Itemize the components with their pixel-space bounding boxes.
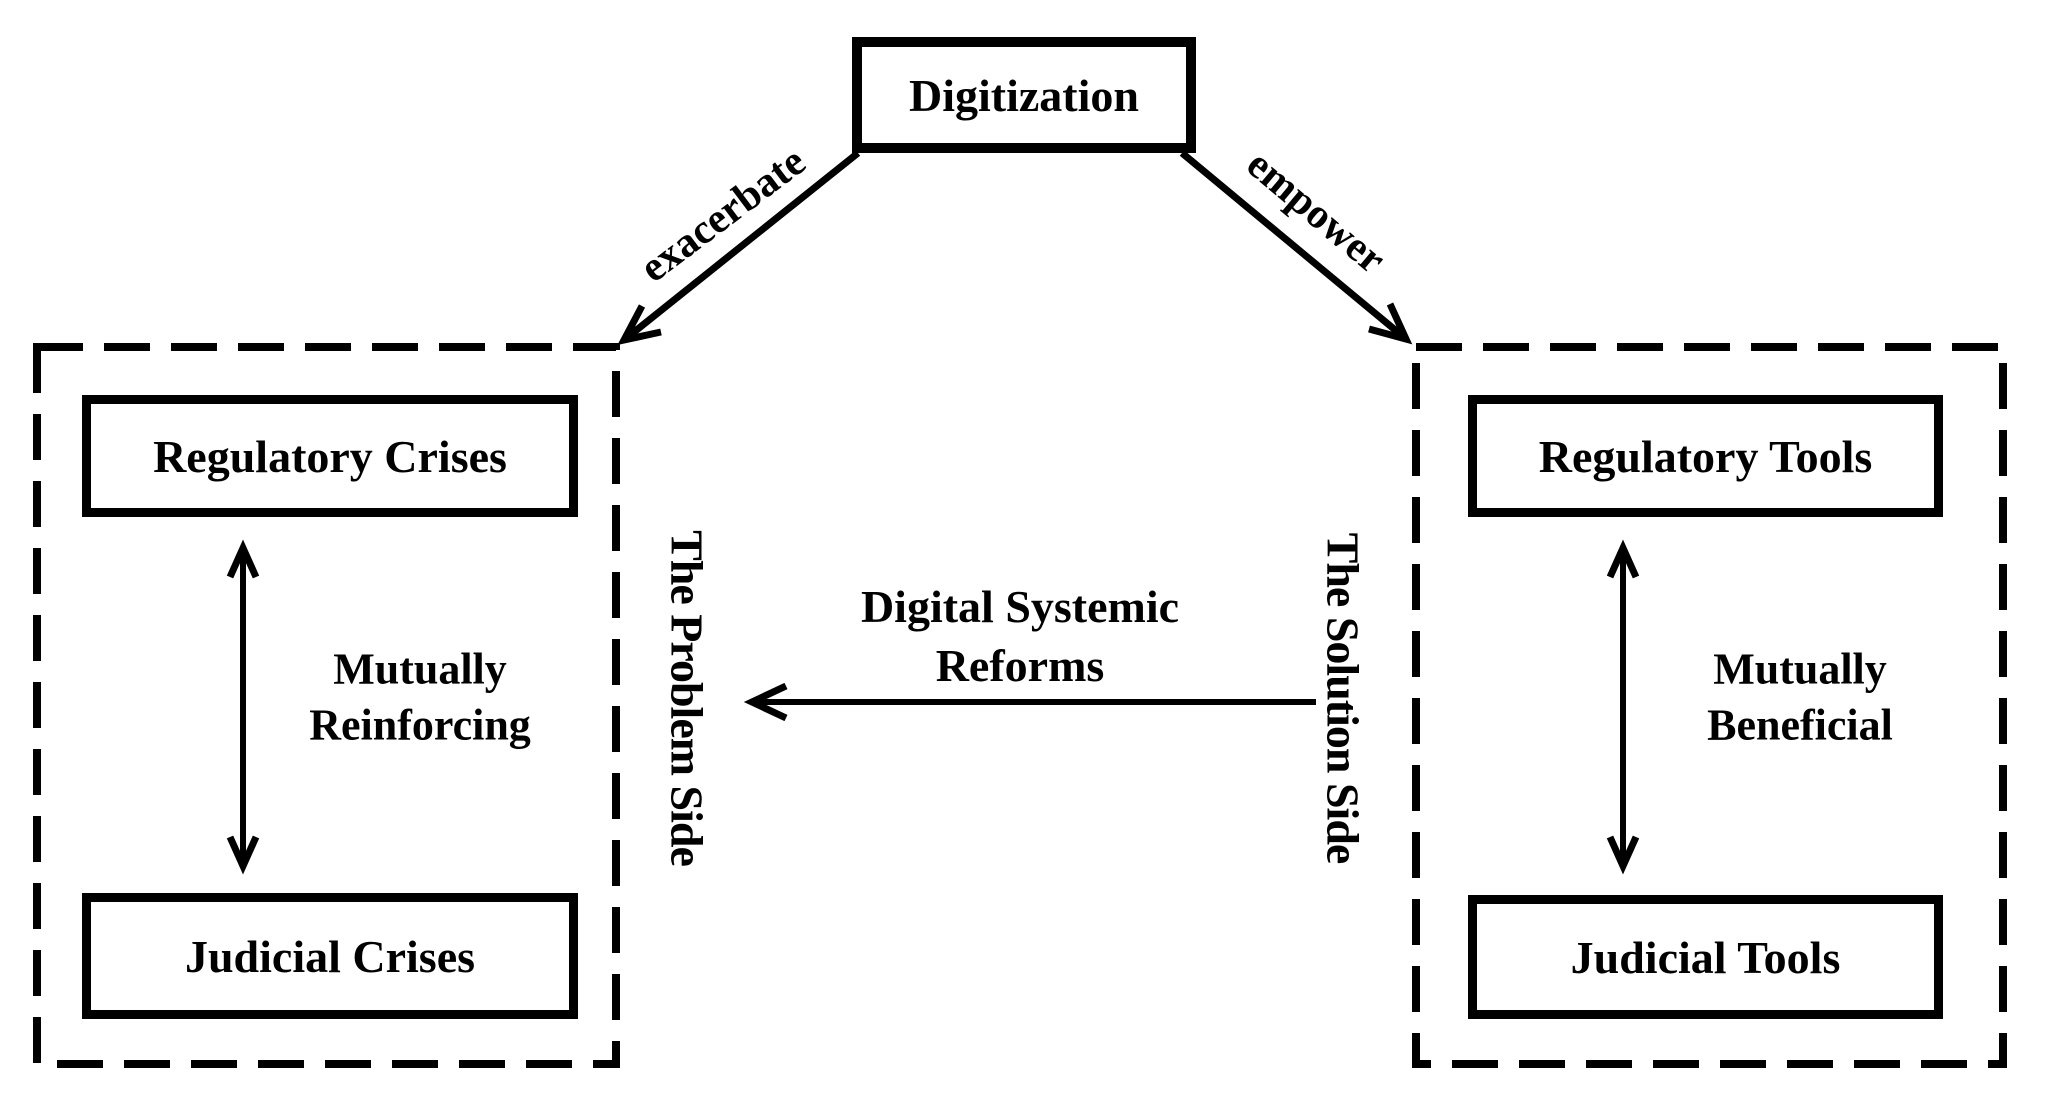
empower-arrow-line	[1179, 150, 1409, 342]
reinforcing-down-arrowhead-icon	[226, 835, 260, 875]
judicial-crises-box: Judicial Crises	[82, 893, 578, 1019]
solution-side-label: The Solution Side	[1317, 532, 1369, 864]
judicial-crises-label: Judicial Crises	[184, 930, 476, 982]
digitization-box: Digitization	[852, 37, 1196, 153]
regulatory-crises-label: Regulatory Crises	[153, 430, 507, 482]
digitization-label: Digitization	[909, 69, 1139, 121]
reforms-arrowhead-icon	[743, 682, 788, 722]
exacerbate-arrow-line	[621, 150, 861, 343]
problem-side-dashed-box	[33, 343, 620, 1068]
mutually-reinforcing-label: Mutually Reinforcing	[309, 644, 531, 750]
judicial-tools-box: Judicial Tools	[1468, 895, 1943, 1019]
solution-side-dashed-box	[1412, 343, 2007, 1068]
exacerbate-arrowhead-icon	[617, 304, 662, 346]
empower-arrowhead-icon	[1368, 302, 1413, 345]
reinforcing-up-arrowhead-icon	[226, 539, 260, 579]
mutually-beneficial-label: Mutually Beneficial	[1707, 644, 1893, 750]
regulatory-tools-label: Regulatory Tools	[1538, 430, 1873, 482]
beneficial-up-arrowhead-icon	[1606, 539, 1640, 579]
beneficial-down-arrowhead-icon	[1606, 835, 1640, 875]
judicial-tools-label: Judicial Tools	[1570, 931, 1841, 983]
regulatory-crises-box: Regulatory Crises	[82, 395, 578, 517]
regulatory-tools-box: Regulatory Tools	[1468, 395, 1943, 517]
problem-side-label: The Problem Side	[661, 530, 713, 866]
digital-systemic-reforms-label: Digital Systemic Reforms	[860, 581, 1180, 691]
